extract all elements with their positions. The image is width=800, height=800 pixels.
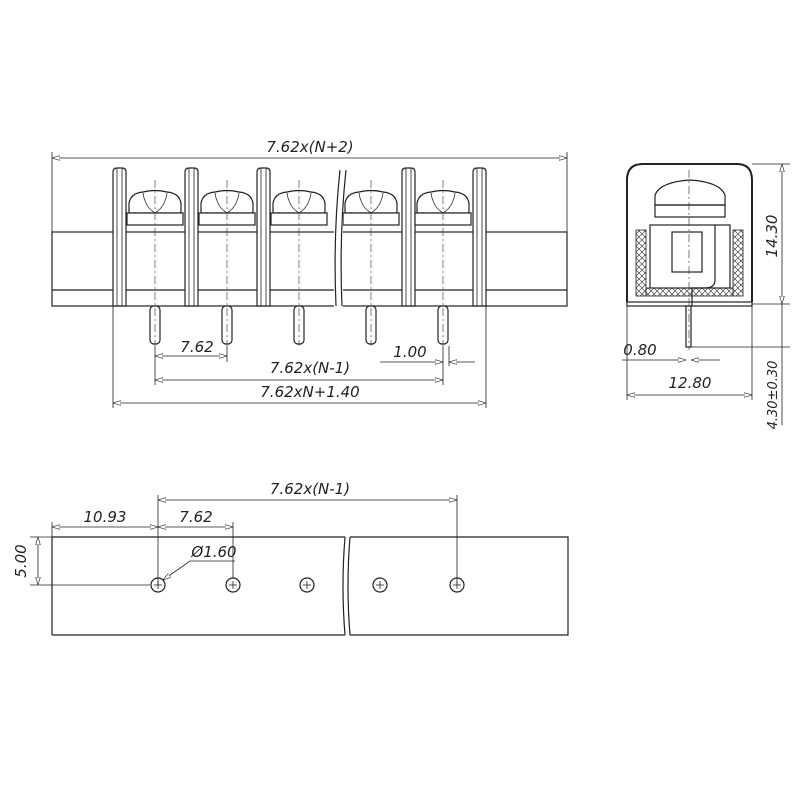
pin-length-label: 4.30±0.30: [766, 361, 781, 430]
edge-offset-label: 10.93: [84, 508, 127, 526]
pin-width-label: 1.00: [393, 343, 426, 361]
screw-head: [655, 180, 725, 205]
hole-diameter-label: Ø1.60: [190, 543, 236, 561]
side-pin: [686, 306, 691, 347]
barrier-wall: [113, 168, 126, 306]
barrier-wall: [185, 168, 198, 306]
clamp: [672, 232, 702, 272]
layout-pitch-label: 7.62: [179, 508, 212, 526]
washer: [655, 205, 725, 217]
barrier-wall: [402, 168, 415, 306]
depth-label: 12.80: [669, 374, 712, 392]
pin-span-label: 7.62x(N-1): [270, 359, 350, 377]
pcb-layout-view: 7.62x(N-1) 10.93 7.62 5.00 Ø1.60: [12, 480, 568, 635]
side-view: 14.30 4.30±0.30 0.80 12.80: [622, 164, 790, 429]
pitch-label: 7.62: [180, 338, 213, 356]
row-offset-label: 5.00: [12, 544, 30, 577]
housing-body: [52, 232, 567, 306]
hole-span-label: 7.62x(N-1): [270, 480, 350, 498]
barrier-wall: [257, 168, 270, 306]
pin-thickness-label: 0.80: [623, 341, 656, 359]
diameter-leader: [163, 561, 235, 580]
barrier-wall: [473, 168, 486, 306]
barrier-span-label: 7.62xN+1.40: [260, 383, 359, 401]
front-view: 7.62x(N+2) 7.62 1.00 7.62x(N-1) 7.62xN+1…: [52, 138, 567, 408]
height-label: 14.30: [763, 215, 781, 258]
pcb-outline-right: [350, 537, 568, 635]
overall-length-label: 7.62x(N+2): [266, 138, 353, 156]
